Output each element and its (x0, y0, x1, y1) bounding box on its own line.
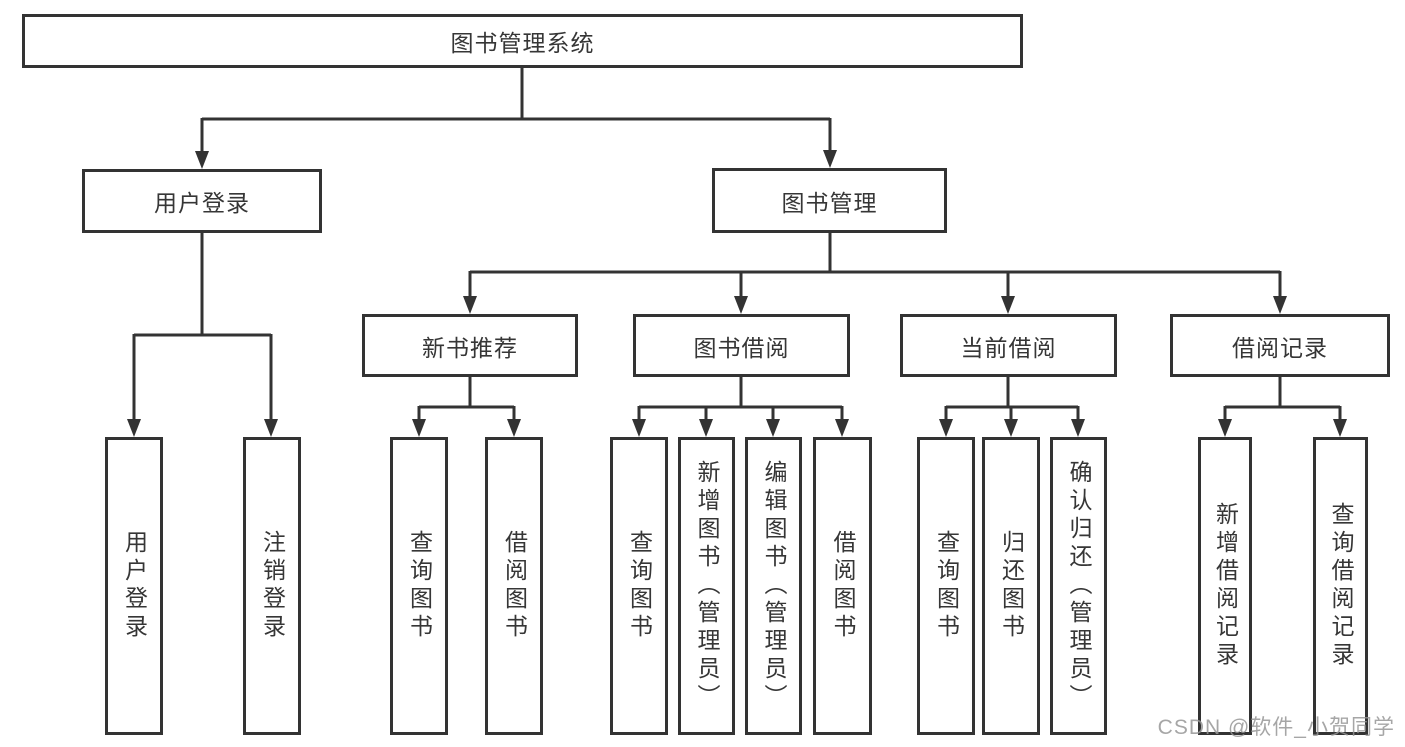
node-label: 编辑图书（管理员） (761, 460, 787, 712)
node-label: 查询借阅记录 (1328, 502, 1354, 670)
node-new-book-recommend: 新书推荐 (362, 314, 578, 377)
leaf-borrow-book: 借阅图书 (813, 437, 872, 735)
node-label: 当前借阅 (960, 334, 1057, 361)
node-borrow-records: 借阅记录 (1170, 314, 1390, 377)
leaf-logout: 注销登录 (243, 437, 301, 735)
node-label: 新增图书（管理员） (694, 460, 720, 712)
csdn-watermark: CSDN @软件_小贺同学 (1157, 716, 1395, 739)
node-label: 归还图书 (998, 530, 1025, 642)
node-label: 用户登录 (154, 190, 250, 216)
node-system-root: 图书管理系统 (22, 14, 1023, 68)
node-label: 图书管理 (781, 189, 878, 216)
node-label: 新增借阅记录 (1212, 502, 1239, 670)
leaf-return-book: 归还图书 (982, 437, 1040, 735)
node-book-management: 图书管理 (712, 168, 947, 233)
node-book-borrow: 图书借阅 (633, 314, 850, 377)
node-label: 用户登录 (121, 530, 148, 642)
node-label: 查询图书 (933, 530, 960, 642)
leaf-confirm-return-admin: 确认归还（管理员） (1050, 437, 1107, 735)
node-label: 借阅图书 (830, 530, 856, 642)
node-label: 查询图书 (626, 530, 653, 642)
leaf-borrow-query-book: 查询图书 (610, 437, 668, 735)
leaf-user-login: 用户登录 (105, 437, 163, 735)
node-label: 注销登录 (259, 530, 286, 642)
leaf-current-query-book: 查询图书 (917, 437, 975, 735)
node-label: 图书借阅 (693, 334, 790, 361)
leaf-query-borrow-record: 查询借阅记录 (1313, 437, 1368, 735)
node-label: 新书推荐 (422, 334, 518, 361)
node-label: 确认归还（管理员） (1066, 460, 1092, 712)
node-label: 借阅记录 (1232, 334, 1328, 361)
leaf-add-borrow-record: 新增借阅记录 (1198, 437, 1252, 735)
node-label: 借阅图书 (501, 530, 528, 642)
leaf-recommend-query-book: 查询图书 (390, 437, 448, 735)
leaf-add-book-admin: 新增图书（管理员） (678, 437, 735, 735)
leaf-edit-book-admin: 编辑图书（管理员） (745, 437, 802, 735)
node-user-login: 用户登录 (82, 169, 322, 233)
node-label: 图书管理系统 (450, 30, 595, 56)
node-current-borrow: 当前借阅 (900, 314, 1117, 377)
node-label: 查询图书 (406, 530, 433, 642)
leaf-recommend-borrow-book: 借阅图书 (485, 437, 543, 735)
